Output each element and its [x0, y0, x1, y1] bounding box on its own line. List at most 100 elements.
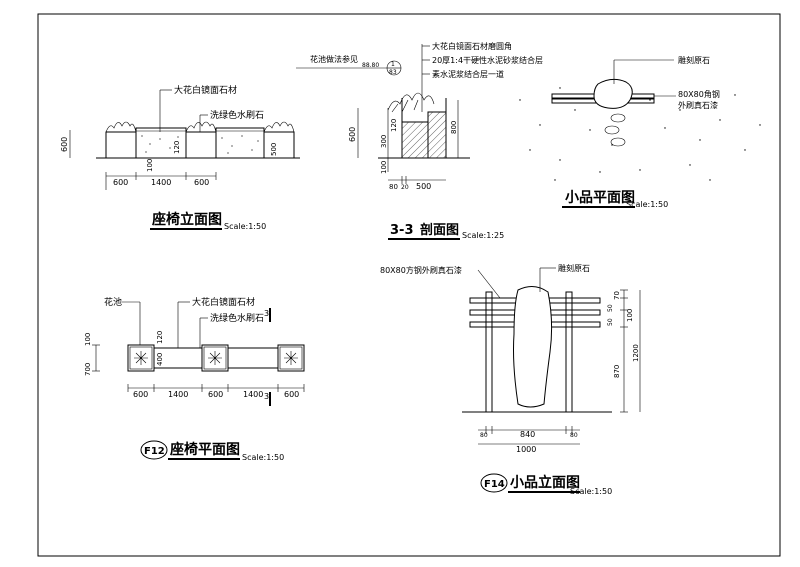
elev-dim-50a: 50 [607, 304, 614, 312]
elev-dim-50b: 50 [607, 318, 614, 326]
callout-wash: 洗绿色水刷石 [210, 109, 264, 121]
plan-dim-3: 600 [208, 390, 223, 399]
sec-dim-20: 20 [401, 184, 409, 191]
section-scale: Scale:1:25 [462, 231, 504, 240]
ref-num: 1 [391, 61, 395, 68]
plan-bench-right [227, 347, 279, 369]
sec-dim-300: 300 [380, 135, 388, 148]
seat-left [135, 127, 187, 159]
plan-dim-2: 1400 [168, 390, 188, 399]
feature-elevation: 80X80方钢外刷真石漆 雕刻原石 70 50 50 100 870 1200 … [380, 263, 641, 496]
plan-shrub-right [284, 351, 298, 365]
dim-right: 600 [194, 178, 209, 187]
wash-stone-texture [141, 135, 259, 154]
elev-dim-1000: 1000 [516, 445, 536, 454]
seat-right [215, 127, 265, 159]
elev-dim-80b: 80 [570, 432, 578, 439]
plan-dim-4: 1400 [243, 390, 263, 399]
plan-label-stone: 大花白镜面石材 [192, 296, 255, 308]
feature-plan-scale: Scale:1:50 [626, 200, 668, 209]
sec-dim-80: 80 [389, 183, 398, 191]
bench-elevation: 大花白镜面石材 洗绿色水刷石 600 100 120 500 600 1400 … [60, 84, 300, 231]
elev-label-stone: 雕刻原石 [558, 263, 590, 273]
plan-dim-700: 700 [84, 363, 92, 376]
sec-dim-500: 500 [416, 182, 431, 191]
plan-shrub-left [134, 351, 148, 365]
stepping-stone-1 [610, 113, 626, 123]
gravel-dots [519, 87, 761, 181]
section-seat [401, 121, 429, 159]
sec-dim-600: 600 [348, 127, 357, 142]
plan-label-steel-2: 外刷真石漆 [678, 100, 718, 110]
elev-dim-1200: 1200 [632, 344, 640, 362]
planter-right [263, 131, 295, 159]
planter-center [185, 131, 217, 159]
plan-label-planter: 花池 [104, 296, 122, 308]
section-title: 剖面图 [420, 222, 459, 238]
feature-plan: 雕刻原石 80X80角钢 外刷真石漆 小品平面图 Scale:1:50 [519, 55, 761, 209]
note-2: 20厚1:4干硬性水泥砂浆结合层 [432, 55, 543, 65]
plan-label-wash: 洗绿色水刷石 [210, 312, 264, 324]
leader-elev-steel [477, 269, 501, 299]
carved-stone [593, 78, 633, 109]
note-3: 素水泥浆结合层一道 [432, 69, 504, 79]
feature-carved-stone [513, 286, 553, 408]
shrub-left [105, 121, 137, 133]
plan-shrub-center [208, 351, 222, 365]
bench-plan-marker-bubble [140, 440, 168, 460]
section-3-3: 1 83 花池做法参见 88.80 大花白镜面石材磨圆角 20厚1:4干硬性水泥… [296, 41, 543, 240]
sec-dim-100: 100 [380, 161, 388, 174]
plan-label-stone: 雕刻原石 [678, 55, 710, 65]
stepping-stone-2 [604, 125, 620, 135]
stepping-stone-3 [610, 137, 626, 147]
section-mark-bottom-label: 3 [264, 392, 269, 401]
ref-code: 88.80 [362, 62, 379, 69]
elev-dim-870: 870 [613, 365, 621, 378]
dim-mid: 1400 [151, 178, 171, 187]
bench-plan: 3 3 花池 大花白镜面石材 洗绿色水刷石 700 100 120 400 60… [84, 296, 305, 462]
ref-label: 花池做法参见 [310, 54, 358, 64]
section-planter-wall [427, 111, 447, 159]
bench-plan-scale: Scale:1:50 [242, 453, 284, 462]
dim-500: 500 [270, 143, 278, 156]
bench-plan-marker: F12 [144, 446, 165, 457]
sheet-frame [37, 13, 781, 557]
dim-left: 600 [113, 178, 128, 187]
bench-elevation-scale: Scale:1:50 [224, 222, 266, 231]
section-shrub [387, 92, 435, 111]
bench-elevation-title: 座椅立面图 [152, 211, 222, 228]
dim-100: 100 [146, 159, 154, 172]
note-1: 大花白镜面石材磨圆角 [432, 41, 512, 51]
sec-dim-800: 800 [450, 121, 458, 134]
feature-elevation-marker-bubble [480, 473, 508, 493]
section-number: 3-3 [390, 223, 414, 238]
plan-dim-1: 600 [133, 390, 148, 399]
callout-stone: 大花白镜面石材 [174, 84, 237, 96]
dim-height: 600 [60, 137, 69, 152]
dim-120: 120 [173, 141, 181, 154]
elev-dim-100: 100 [626, 309, 634, 322]
planter-left [105, 131, 137, 159]
plan-dim-120: 120 [156, 331, 164, 344]
shrub-center [185, 121, 217, 133]
plan-label-steel-1: 80X80角钢 [678, 89, 720, 99]
feature-plan-title: 小品平面图 [565, 190, 635, 206]
feature-elevation-scale: Scale:1:50 [570, 487, 612, 496]
plan-dim-100: 100 [84, 333, 92, 346]
elev-dim-70: 70 [613, 291, 621, 300]
plan-dim-5: 600 [284, 390, 299, 399]
feature-elevation-marker: F14 [484, 479, 505, 490]
elev-label-steel: 80X80方钢外刷真石漆 [380, 265, 462, 275]
bench-plan-title: 座椅平面图 [170, 441, 240, 458]
feature-elevation-title: 小品立面图 [510, 474, 580, 491]
shrub-right [263, 121, 295, 133]
section-mark-top-label: 3 [264, 309, 269, 318]
elev-dim-840: 840 [520, 430, 535, 439]
post-right [565, 291, 573, 413]
elev-dim-80a: 80 [480, 432, 488, 439]
sec-dim-120: 120 [390, 119, 398, 132]
ref-sheet: 83 [389, 69, 397, 76]
plan-dim-400: 400 [156, 353, 164, 366]
post-left [485, 291, 493, 413]
